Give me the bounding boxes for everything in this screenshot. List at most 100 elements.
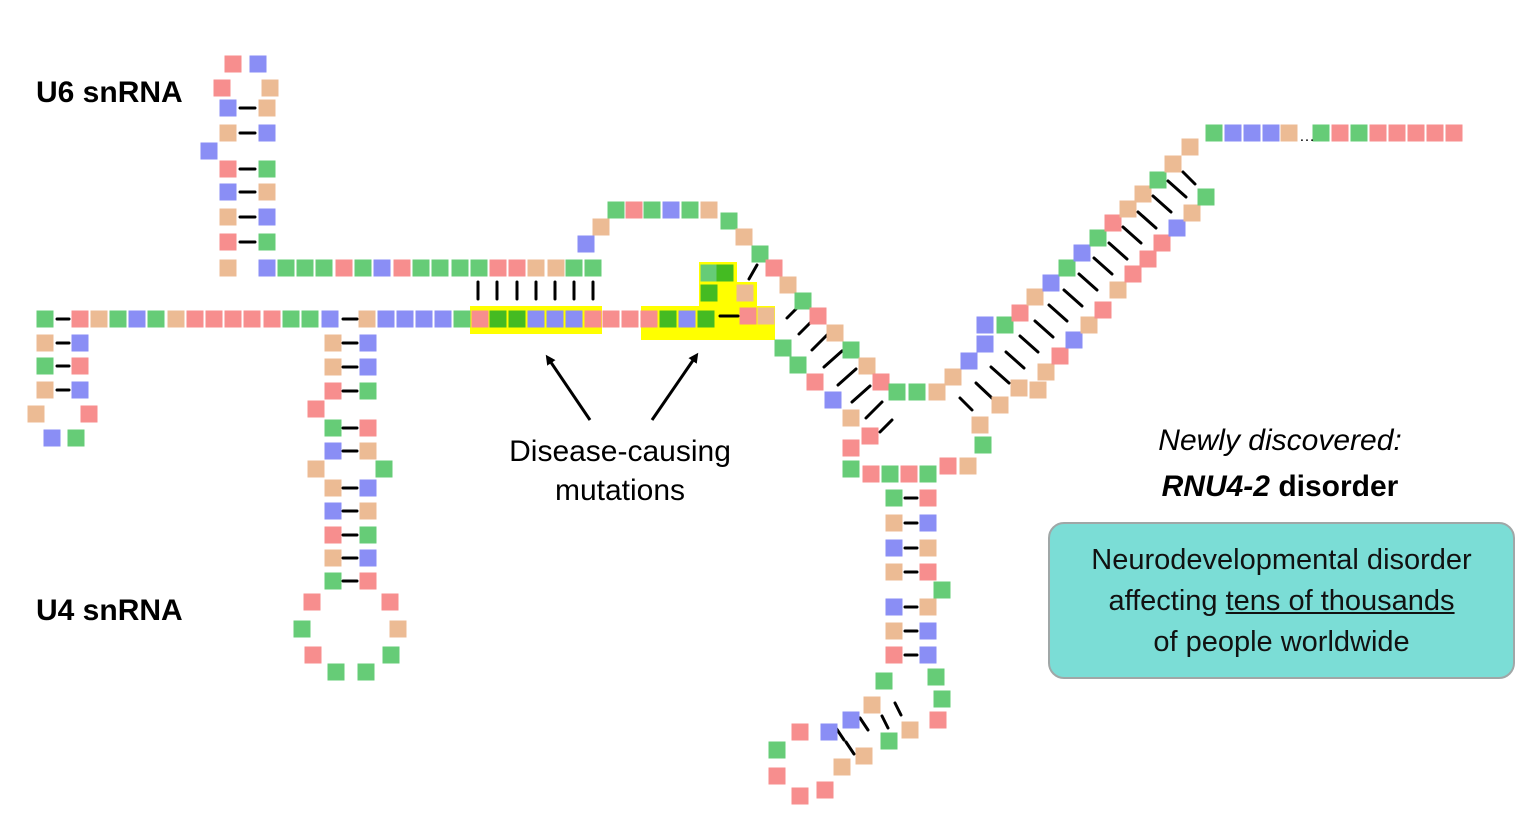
info-line2-emphasis: tens of thousands	[1225, 585, 1455, 617]
nucleotide	[1089, 229, 1107, 247]
nucleotide	[1243, 124, 1261, 142]
nucleotide	[919, 489, 937, 507]
nucleotide	[826, 324, 844, 342]
u4-snrna-label: U4 snRNA	[36, 594, 183, 627]
nucleotide	[842, 460, 860, 478]
base-pair-bond	[850, 384, 872, 404]
nucleotide	[919, 646, 937, 664]
nucleotide	[1124, 265, 1142, 283]
base-pair-bond	[989, 365, 1011, 385]
nucleotide	[1119, 200, 1137, 218]
nucleotide	[872, 373, 890, 391]
nucleotide	[662, 201, 680, 219]
nucleotide	[224, 310, 242, 328]
nucleotide	[324, 526, 342, 544]
nucleotide	[1164, 155, 1182, 173]
nucleotide	[307, 400, 325, 418]
base-pair-bond	[1136, 210, 1158, 230]
nucleotide	[36, 357, 54, 375]
nucleotide	[219, 160, 237, 178]
mutation-arrow	[545, 354, 592, 421]
nucleotide	[602, 310, 620, 328]
nucleotide	[577, 235, 595, 253]
nucleotide	[324, 479, 342, 497]
base-pair-bond	[747, 263, 759, 281]
nucleotide	[720, 212, 738, 230]
nucleotide	[243, 310, 261, 328]
gene-name: RNU4-2	[1161, 470, 1270, 503]
nucleotide	[1153, 234, 1171, 252]
nucleotide	[974, 436, 992, 454]
nucleotide	[991, 396, 1009, 414]
nucleotide	[357, 663, 375, 681]
nucleotide	[621, 310, 639, 328]
disorder-title: RNU4-2 disorder	[1110, 470, 1450, 504]
nucleotide	[224, 55, 242, 73]
nucleotide	[258, 124, 276, 142]
nucleotide	[944, 368, 962, 386]
nucleotide	[453, 310, 471, 328]
nucleotide	[1065, 331, 1083, 349]
nucleotide	[389, 620, 407, 638]
nucleotide	[67, 429, 85, 447]
nucleotide	[885, 646, 903, 664]
nucleotide	[373, 259, 391, 277]
nucleotide	[757, 307, 775, 325]
nucleotide	[681, 201, 699, 219]
nucleotide	[258, 99, 276, 117]
nucleotide	[327, 663, 345, 681]
mutated-nucleotide	[700, 284, 718, 302]
nucleotide	[584, 310, 602, 328]
base-pair-bond	[864, 400, 884, 420]
base-pair-bonds	[55, 106, 1197, 756]
nucleotide	[128, 310, 146, 328]
nucleotide	[1042, 274, 1060, 292]
nucleotide	[219, 124, 237, 142]
nucleotide	[919, 465, 937, 483]
nucleotide	[1407, 124, 1425, 142]
nucleotide	[842, 439, 860, 457]
nucleotide	[842, 341, 860, 359]
nucleotide	[396, 310, 414, 328]
mutated-nucleotide	[508, 310, 526, 328]
nucleotide	[820, 723, 838, 741]
nucleotide	[359, 382, 377, 400]
nucleotide	[109, 310, 127, 328]
nucleotide	[359, 334, 377, 352]
nucleotide	[71, 381, 89, 399]
mutated-nucleotide	[489, 310, 507, 328]
nucleotide	[1197, 188, 1215, 206]
base-pair-bond	[1033, 319, 1055, 339]
nucleotide	[885, 563, 903, 581]
nucleotide	[842, 711, 860, 729]
nucleotide	[359, 479, 377, 497]
nucleotide	[643, 201, 661, 219]
nucleotide	[1445, 124, 1463, 142]
nucleotide	[1094, 301, 1112, 319]
nucleotide	[1183, 204, 1201, 222]
nucleotide	[779, 276, 797, 294]
nucleotide	[470, 259, 488, 277]
nucleotide	[1058, 259, 1076, 277]
disorder-info-box: Neurodevelopmental disorder affecting te…	[1048, 522, 1515, 679]
nucleotide	[296, 259, 314, 277]
nucleotide	[700, 264, 718, 282]
nucleotide	[90, 310, 108, 328]
nucleotide	[1369, 124, 1387, 142]
mutations-caption-line1: Disease-causing	[509, 435, 731, 468]
nucleotide	[219, 259, 237, 277]
nucleotide	[900, 465, 918, 483]
base-pair-bond	[1166, 179, 1188, 199]
nucleotide	[205, 310, 223, 328]
nucleotide	[36, 310, 54, 328]
nucleotide	[1149, 171, 1167, 189]
nucleotide	[919, 598, 937, 616]
nucleotide	[315, 259, 333, 277]
nucleotide	[71, 357, 89, 375]
nucleotide	[908, 383, 926, 401]
nucleotide	[1073, 244, 1091, 262]
nucleotide	[739, 307, 757, 325]
nucleotide	[625, 201, 643, 219]
nucleotide	[471, 310, 489, 328]
nucleotide	[1051, 347, 1069, 365]
